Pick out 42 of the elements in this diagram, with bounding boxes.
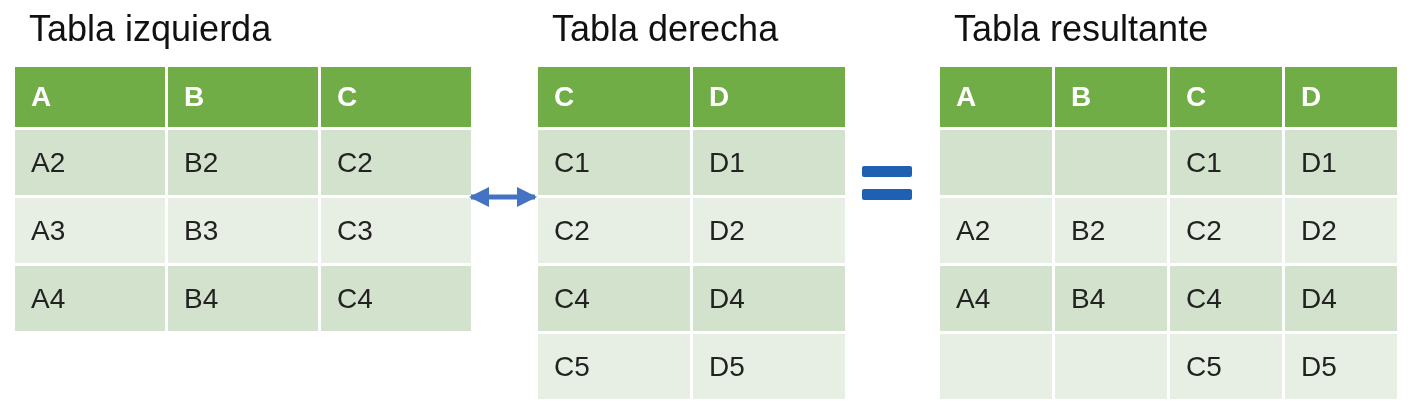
table-cell: D4 bbox=[1285, 266, 1397, 331]
table-cell: C2 bbox=[538, 198, 690, 263]
header-cell: B bbox=[168, 67, 318, 127]
table-cell: A4 bbox=[15, 266, 165, 331]
table-cell: D2 bbox=[693, 198, 845, 263]
table-cell: C5 bbox=[538, 334, 690, 399]
table-cell: D4 bbox=[693, 266, 845, 331]
table-cell: C4 bbox=[1170, 266, 1282, 331]
table-cell: B2 bbox=[168, 130, 318, 195]
table-cell: D5 bbox=[1285, 334, 1397, 399]
table-title: Tabla resultante bbox=[954, 8, 1209, 50]
header-cell: C bbox=[1170, 67, 1282, 127]
table-title: Tabla derecha bbox=[552, 8, 779, 50]
table-cell: C1 bbox=[538, 130, 690, 195]
table-cell: C2 bbox=[321, 130, 471, 195]
double-arrow bbox=[469, 187, 537, 207]
header-cell: C bbox=[321, 67, 471, 127]
table-title: Tabla izquierda bbox=[29, 8, 272, 50]
table-cell: B4 bbox=[1055, 266, 1167, 331]
table-cell: C2 bbox=[1170, 198, 1282, 263]
header-cell: D bbox=[1285, 67, 1397, 127]
header-cell: B bbox=[1055, 67, 1167, 127]
table-cell: C4 bbox=[321, 266, 471, 331]
table-cell: D1 bbox=[1285, 130, 1397, 195]
table-cell: A2 bbox=[15, 130, 165, 195]
header-cell: C bbox=[538, 67, 690, 127]
table-cell: D5 bbox=[693, 334, 845, 399]
table-cell: C3 bbox=[321, 198, 471, 263]
header-cell: A bbox=[940, 67, 1052, 127]
table-cell: B2 bbox=[1055, 198, 1167, 263]
table-cell: B4 bbox=[168, 266, 318, 331]
table-cell: C1 bbox=[1170, 130, 1282, 195]
table-cell: D1 bbox=[693, 130, 845, 195]
table-cell: D2 bbox=[1285, 198, 1397, 263]
table-cell: C5 bbox=[1170, 334, 1282, 399]
table-cell: A3 bbox=[15, 198, 165, 263]
table-cell: A4 bbox=[940, 266, 1052, 331]
header-cell: A bbox=[15, 67, 165, 127]
table-cell: A2 bbox=[940, 198, 1052, 263]
table-cell: B3 bbox=[168, 198, 318, 263]
header-cell: D bbox=[693, 67, 845, 127]
table-cell: C4 bbox=[538, 266, 690, 331]
